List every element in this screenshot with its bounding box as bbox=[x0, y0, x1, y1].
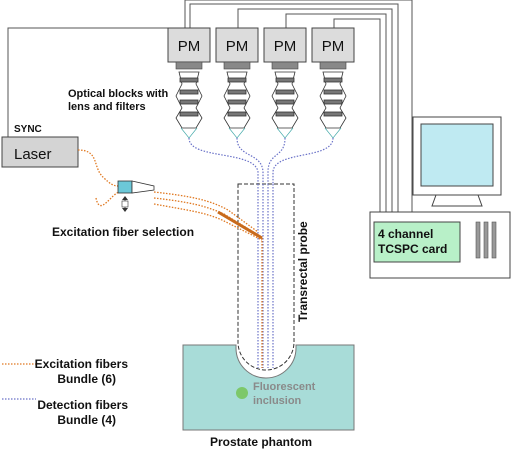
fiber-selector bbox=[117, 180, 155, 212]
fluorescent-inclusion bbox=[236, 387, 248, 399]
laser-box bbox=[1, 136, 79, 168]
pm-label-4: PM bbox=[322, 38, 345, 55]
legend-detection-line2: Bundle (4) bbox=[57, 413, 116, 427]
laser-label: Laser bbox=[14, 146, 52, 163]
optical-blocks-label-line1: Optical blocks with bbox=[68, 88, 169, 100]
monitor-screen bbox=[420, 123, 494, 187]
detection-fibers bbox=[188, 137, 334, 368]
transrectal-probe bbox=[237, 183, 295, 371]
pm-signal-cables bbox=[189, 3, 399, 212]
case-vents bbox=[475, 221, 497, 259]
pm-box-3 bbox=[263, 27, 307, 70]
computer bbox=[369, 116, 511, 279]
legend: Excitation fibers Bundle (6) Detection f… bbox=[2, 357, 128, 427]
excitation-fiber-selection-label: Excitation fiber selection bbox=[52, 225, 194, 239]
monitor-stand bbox=[431, 194, 483, 207]
tcspc-card bbox=[373, 221, 461, 263]
pm-boxes bbox=[167, 27, 355, 70]
sync-cable bbox=[7, 0, 413, 212]
optical-block-4 bbox=[319, 71, 347, 139]
fluorescent-inclusion-label-line2: inclusion bbox=[253, 395, 302, 407]
excitation-fiber-lead bbox=[217, 210, 263, 240]
pm-label-3: PM bbox=[274, 38, 297, 55]
legend-detection-line1: Detection fibers bbox=[37, 398, 128, 412]
pm-box-1 bbox=[167, 27, 211, 70]
optical-block-1 bbox=[175, 71, 203, 139]
sync-label: SYNC bbox=[14, 124, 42, 135]
pm-label-1: PM bbox=[178, 38, 201, 55]
prostate-phantom bbox=[182, 344, 355, 431]
prostate-phantom-label: Prostate phantom bbox=[210, 435, 312, 449]
optical-blocks-label-line2: lens and filters bbox=[68, 101, 146, 113]
pm-box-4 bbox=[311, 27, 355, 70]
legend-excitation-line2: Bundle (6) bbox=[57, 372, 116, 386]
fluorescent-inclusion-label-line1: Fluorescent bbox=[253, 381, 316, 393]
probe-detection-fibers bbox=[257, 184, 274, 368]
pm-label-2: PM bbox=[226, 38, 249, 55]
pm-box-2 bbox=[215, 27, 259, 70]
legend-excitation-line1: Excitation fibers bbox=[35, 357, 129, 371]
transrectal-probe-label: Transrectal probe bbox=[296, 221, 310, 322]
optical-block-2 bbox=[223, 71, 251, 139]
tcspc-label-line1: 4 channel bbox=[378, 227, 433, 241]
optical-block-3 bbox=[271, 71, 299, 139]
tcspc-label-line2: TCSPC card bbox=[378, 242, 447, 256]
